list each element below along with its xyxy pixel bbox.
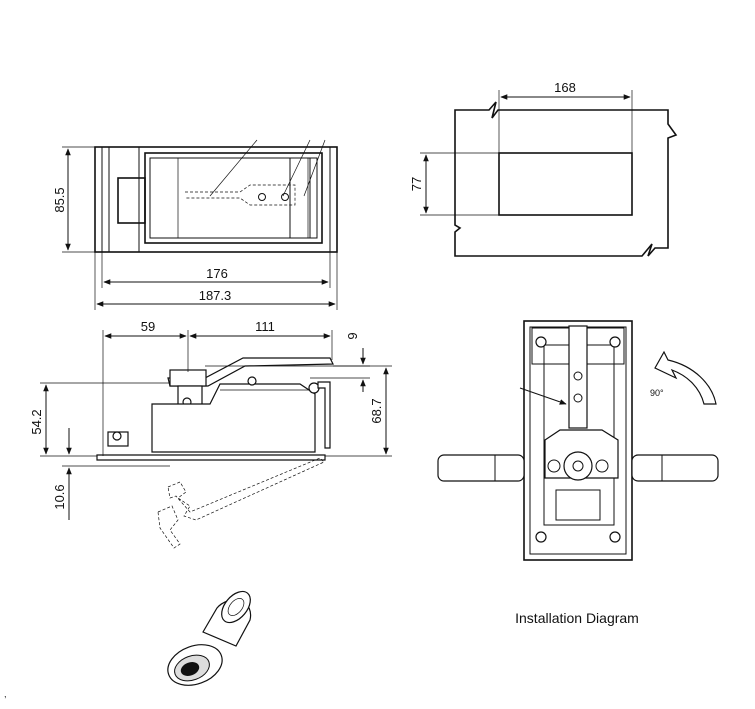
front-right-bracket [289, 157, 311, 239]
front-body-window [144, 152, 323, 244]
install-screw-br [609, 531, 621, 543]
install-leader [519, 387, 567, 405]
front-dim-height-label: 85.5 [52, 187, 67, 212]
knob-top-end [221, 590, 251, 624]
install-lever [568, 325, 588, 429]
side-top-screw [247, 376, 257, 386]
side-mount-bracket [317, 381, 331, 449]
install-screw-tl [535, 336, 547, 348]
install-rotor-right [595, 459, 609, 473]
front-dim-overall-width-label: 187.3 [199, 288, 232, 303]
installation-caption: Installation Diagram [515, 610, 639, 626]
side-dim-depth-label: 10.6 [52, 484, 67, 509]
install-lever-pivot-bottom [573, 393, 583, 403]
installation-view: 90° Installation Diagram [437, 320, 719, 626]
knob-top-end-inner [227, 598, 245, 616]
side-dim-body-label: 54.2 [29, 409, 44, 434]
install-rotor [563, 451, 593, 481]
side-dim-left-label: 59 [141, 319, 155, 334]
front-leader-1 [209, 139, 258, 197]
rotation-label: 90° [650, 388, 664, 398]
side-housing [151, 383, 316, 453]
install-rotor-left [547, 459, 561, 473]
install-lever-pivot-top [573, 371, 583, 381]
side-left-screw [112, 431, 122, 441]
install-lower-slot [555, 489, 601, 521]
front-view: 85.5 176 187.3 [52, 139, 338, 310]
front-recess [177, 157, 309, 239]
side-view: 59 111 9 68.7 54.2 10.6 [29, 319, 392, 549]
side-dim-9-label: 9 [345, 332, 360, 339]
front-screw-2 [281, 193, 289, 201]
front-dim-inner-width-label: 176 [206, 266, 228, 281]
side-dim-total-label: 68.7 [369, 398, 384, 423]
front-inner-frame [101, 146, 331, 253]
install-screw-tr [609, 336, 621, 348]
front-latch-arm [185, 184, 296, 206]
rotation-arrow-icon [654, 350, 717, 405]
install-rotor-center [572, 460, 584, 472]
install-bar-left [437, 454, 525, 482]
install-bar-right [631, 454, 719, 482]
side-dim-right-label: 111 [255, 319, 275, 334]
front-leader-3 [303, 139, 326, 197]
install-panel-outer [523, 320, 633, 561]
front-handle-left [117, 177, 146, 224]
knob-base-hole [180, 662, 200, 676]
side-rotated-phantom [157, 457, 325, 549]
install-screw-bl [535, 531, 547, 543]
side-base-plate [96, 454, 326, 461]
cutout-view: 168 77 [409, 80, 678, 257]
front-screw-1 [258, 193, 266, 201]
front-left-block [108, 146, 140, 253]
cutout-panel-outline [454, 101, 678, 257]
stray-mark: , [4, 689, 7, 699]
cutout-dim-width-label: 168 [554, 80, 576, 95]
cutout-dim-height-label: 77 [409, 177, 424, 191]
front-leader-2 [282, 139, 311, 197]
front-outer-frame [94, 146, 338, 253]
knob-detail [167, 590, 252, 686]
cutout-opening [498, 152, 633, 216]
side-handle-knob [169, 369, 207, 387]
